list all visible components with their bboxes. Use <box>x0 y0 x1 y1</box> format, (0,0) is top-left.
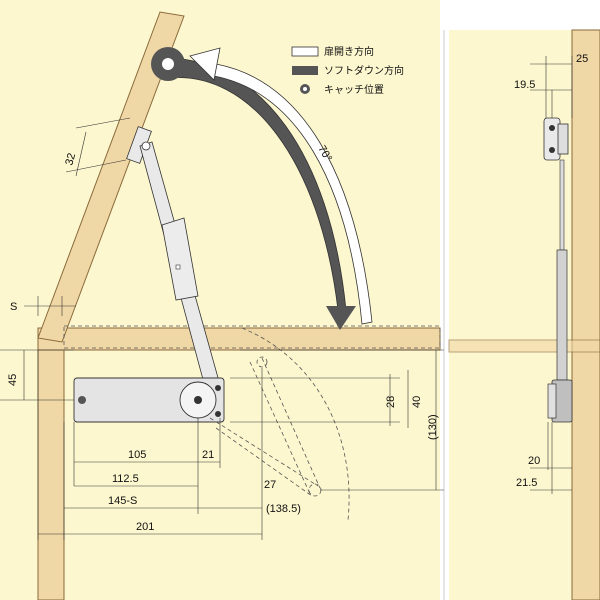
front-stay-cylinder <box>556 249 568 381</box>
dim-25: 25 <box>576 53 588 65</box>
front-stay-rod <box>559 159 565 251</box>
cabinet-left-wall <box>37 349 65 600</box>
legend-label-catch: キャッチ位置 <box>324 83 384 96</box>
dim-21-5: 21.5 <box>516 477 537 489</box>
front-lid-bracket <box>543 117 561 161</box>
dim-40: 40 <box>411 396 423 408</box>
dim-130: (130) <box>427 414 439 440</box>
dim-138-5: (138.5) <box>266 503 301 515</box>
base-screw-hole <box>78 396 86 404</box>
dim-201: 201 <box>136 521 154 533</box>
dim-s: S <box>10 301 17 313</box>
arm-pivot-top <box>141 141 151 151</box>
dim-28: 28 <box>385 396 397 408</box>
base-pivot-bolt-a <box>215 385 221 391</box>
dim-21: 21 <box>202 449 214 461</box>
door-open-arc <box>213 63 373 325</box>
front-bracket-clip <box>557 123 569 155</box>
front-view-top-board <box>448 339 600 353</box>
dim-20: 20 <box>528 455 540 467</box>
stay-cylinder <box>161 217 199 301</box>
legend-swatch-filled <box>292 66 318 75</box>
cylinder-marker <box>175 264 181 270</box>
open-lid-board <box>37 11 185 343</box>
legend: 扉開き方向 ソフトダウン方向 キャッチ位置 <box>291 45 404 96</box>
cabinet-top-board <box>37 327 441 351</box>
dim-27: 27 <box>264 479 276 491</box>
front-bracket-hole-b <box>549 147 555 153</box>
door-open-arrowhead <box>189 47 221 81</box>
front-base-cap <box>547 383 557 419</box>
dim-32: 32 <box>63 152 78 167</box>
base-pivot-bolt-b <box>215 411 221 417</box>
base-pivot-center <box>194 396 202 404</box>
legend-swatch-outline <box>291 46 319 57</box>
dim-112-5: 112.5 <box>112 473 139 485</box>
front-view-wall <box>571 29 600 600</box>
soft-down-arrowhead <box>326 306 356 330</box>
legend-swatch-circle-hole <box>303 87 307 91</box>
front-bracket-hole-a <box>549 125 555 131</box>
legend-label-soft-down: ソフトダウン方向 <box>324 64 404 77</box>
catch-position-hole <box>162 58 174 70</box>
legend-label-door-open: 扉開き方向 <box>324 45 374 58</box>
dim-145-s: 145-S <box>108 495 137 507</box>
dim-19-5: 19.5 <box>514 79 535 91</box>
dim-105: 105 <box>128 449 146 461</box>
dim-45: 45 <box>7 374 19 386</box>
closed-lid-outline <box>63 325 441 349</box>
